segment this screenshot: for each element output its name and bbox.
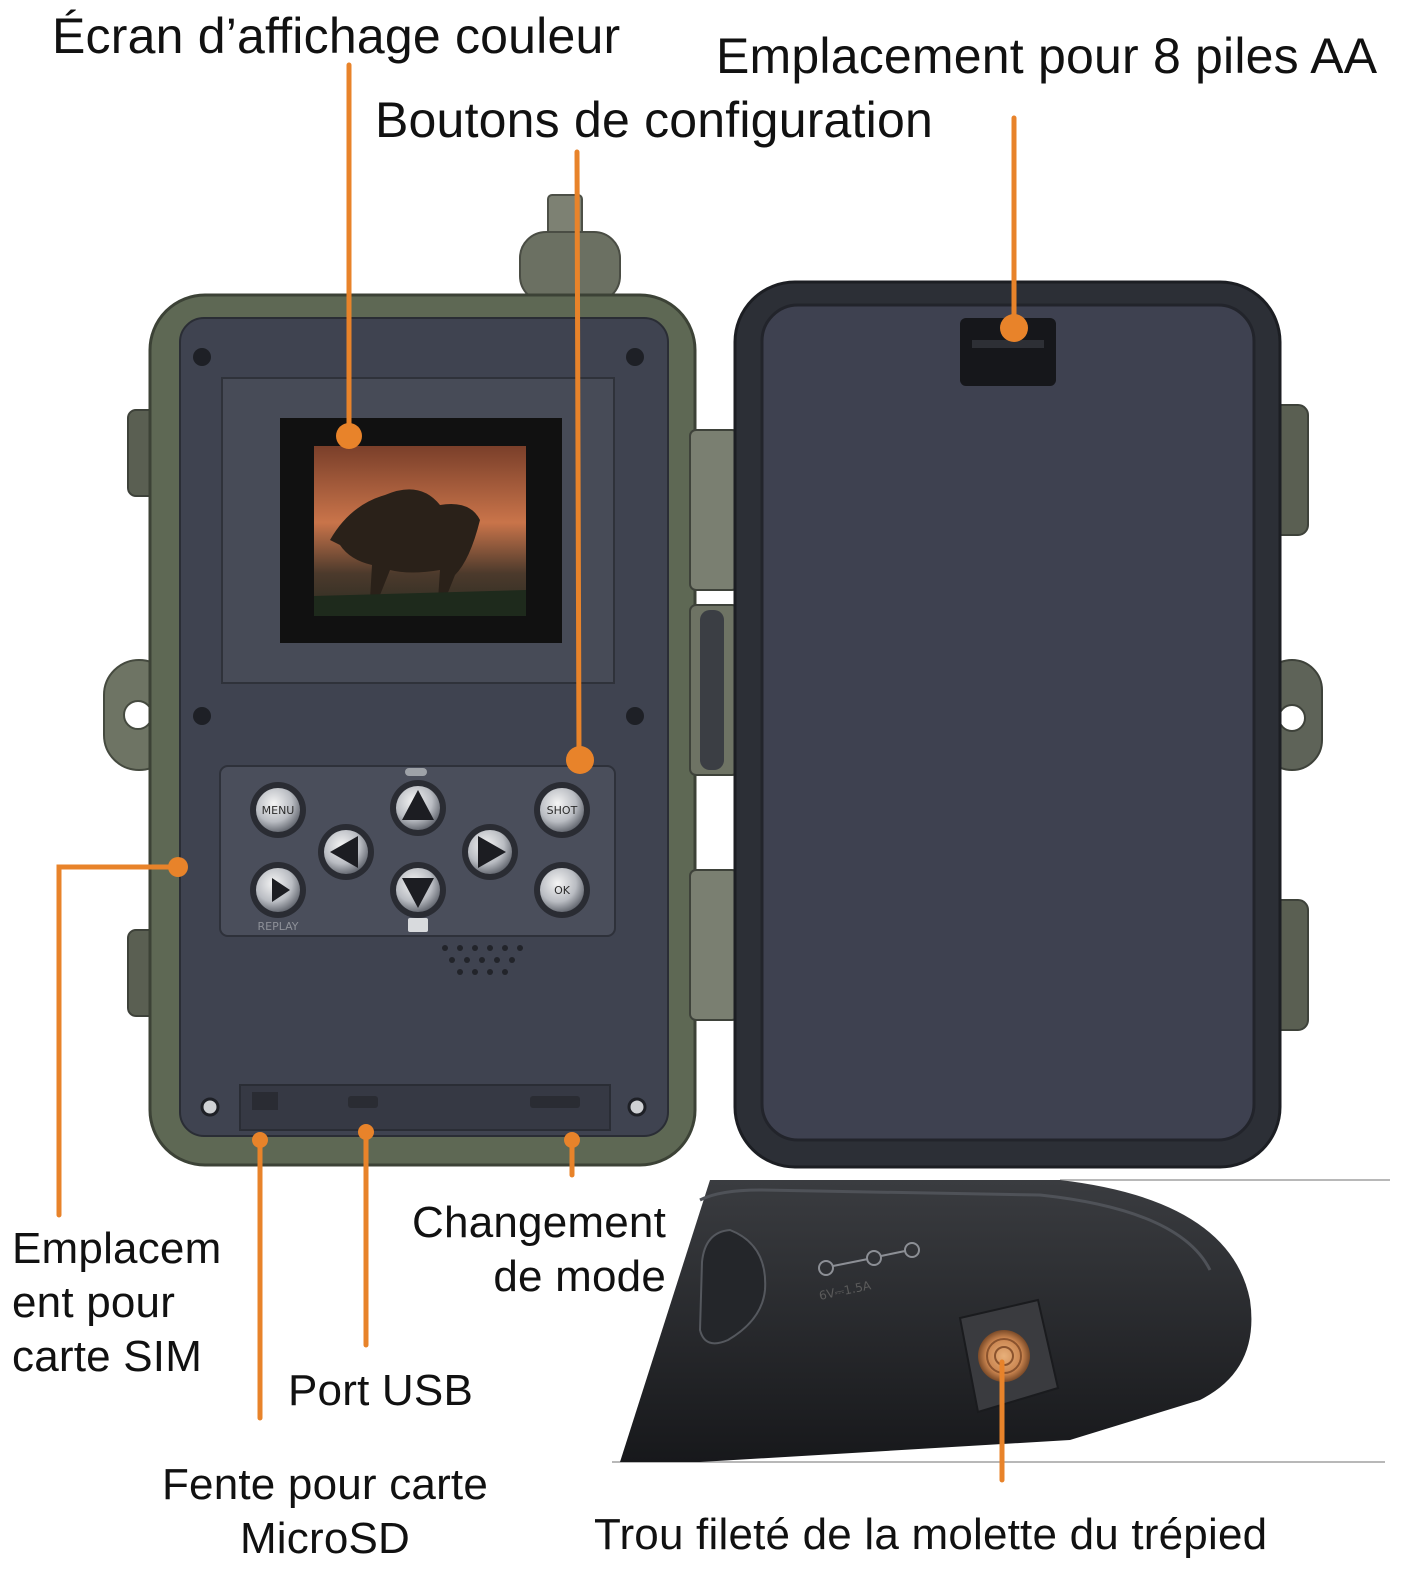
down-arrow-icon <box>402 878 434 908</box>
speaker-grille <box>442 945 523 975</box>
dc-port-marking <box>818 1242 920 1276</box>
right-arrow-button[interactable] <box>462 824 518 880</box>
replay-button[interactable]: REPLAY <box>250 862 306 933</box>
label-config-buttons: Boutons de configuration <box>375 92 933 148</box>
ok-button[interactable]: OK <box>534 862 590 918</box>
shot-button[interactable]: SHOT <box>534 782 590 838</box>
bottom-view: 6V⎓1.5A <box>612 1179 1390 1463</box>
menu-button-label: MENU <box>262 804 295 817</box>
camera-icon <box>408 918 428 932</box>
ok-button-label: OK <box>554 884 571 897</box>
up-arrow-button[interactable] <box>390 780 446 836</box>
antenna <box>519 194 621 303</box>
callout-lines <box>56 62 1017 1483</box>
label-usb-port: Port USB <box>288 1366 473 1415</box>
callout-line-sim <box>56 864 181 1218</box>
up-arrow-icon <box>402 790 434 820</box>
label-battery-slot: Emplacement pour 8 piles AA <box>716 28 1378 84</box>
slot-strip <box>239 1084 611 1131</box>
callout-line-buttons <box>574 149 582 758</box>
right-arrow-icon <box>478 836 506 868</box>
hinges <box>689 429 739 1021</box>
shot-button-label: SHOT <box>547 804 578 817</box>
label-tripod-hole: Trou fileté de la molette du trépied <box>594 1510 1268 1559</box>
down-arrow-button[interactable] <box>390 862 446 932</box>
tripod-thread-icon <box>978 1330 1030 1382</box>
label-sim-slot: Emplacem ent pour carte SIM <box>12 1224 222 1381</box>
display-screen <box>280 418 562 643</box>
callout-dots <box>168 314 1028 1148</box>
menu-button[interactable]: MENU <box>250 782 306 838</box>
left-arrow-icon <box>330 836 358 868</box>
label-color-screen: Écran d’affichage couleur <box>52 8 621 64</box>
label-microsd-slot: Fente pour carte MicroSD <box>161 1460 489 1563</box>
label-mode-switch: Changement de mode <box>412 1198 666 1301</box>
left-arrow-button[interactable] <box>318 824 374 880</box>
keypad: MENU SHOT <box>219 765 616 937</box>
replay-button-label: REPLAY <box>258 920 299 933</box>
play-icon <box>272 878 290 902</box>
lid <box>733 280 1323 1169</box>
